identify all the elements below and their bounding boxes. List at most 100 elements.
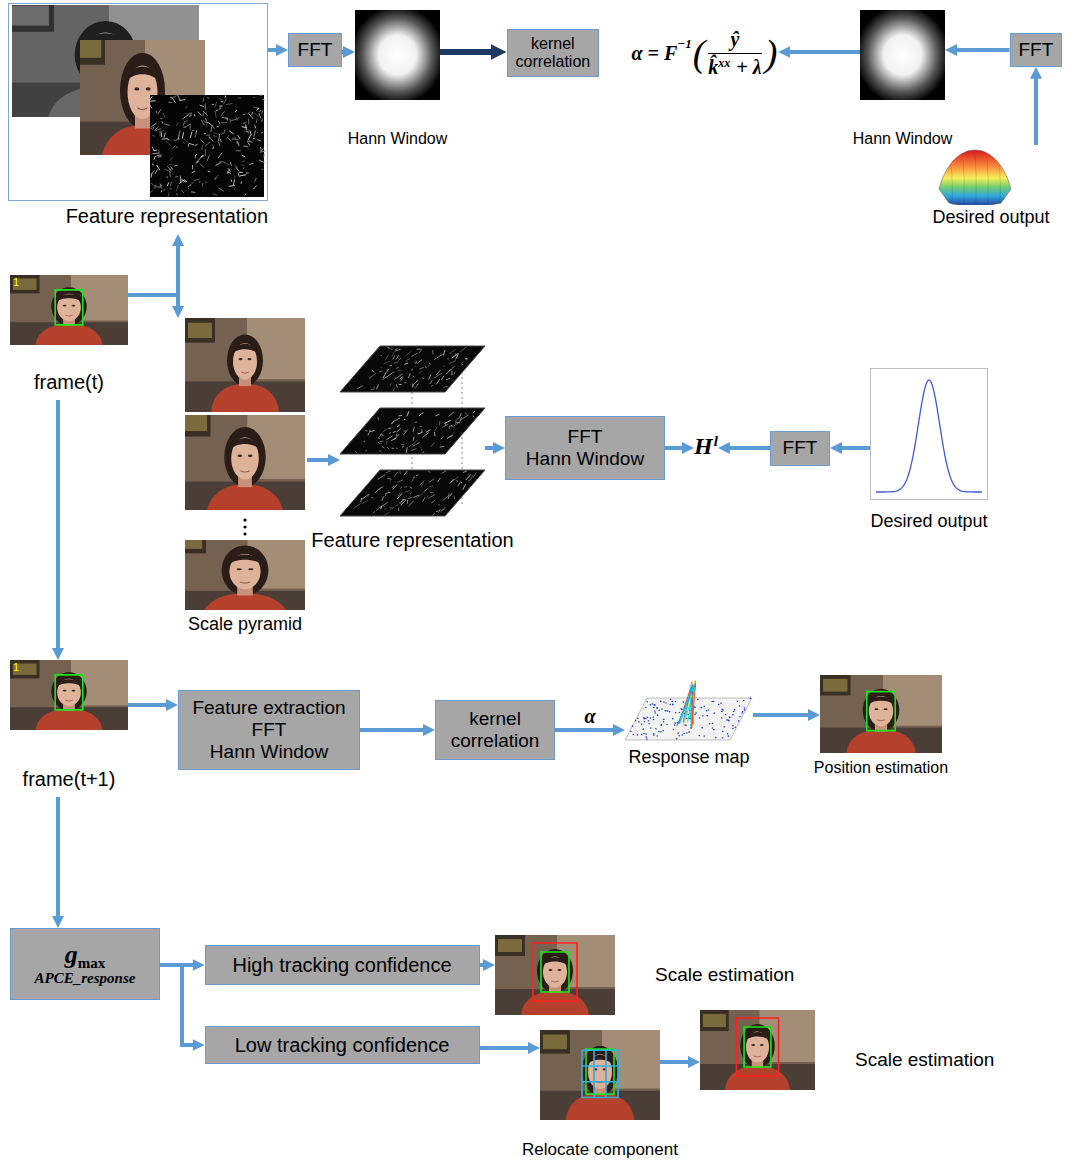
- illustration-part: [222, 161, 224, 162]
- illustration-part: [223, 99, 226, 105]
- illustration-part: [677, 732, 679, 734]
- illustration-part: [151, 170, 155, 175]
- illustration-part: [204, 133, 206, 134]
- illustration-part: [694, 706, 696, 708]
- illustration-part: [868, 696, 894, 705]
- illustration-part: [744, 709, 746, 711]
- illustration-part: [168, 164, 172, 166]
- illustration-part: [363, 441, 365, 442]
- illustration-part: [401, 500, 404, 503]
- illustration-part: [683, 687, 692, 722]
- illustration-part: [463, 471, 467, 473]
- illustration-part: [199, 181, 200, 183]
- illustration-part: [436, 511, 439, 512]
- illustration-part: [243, 114, 245, 115]
- caption: Feature representation: [8, 205, 268, 234]
- illustration-part: [415, 365, 416, 366]
- face-photo: [495, 935, 615, 1015]
- illustration-part: [222, 117, 228, 118]
- illustration-part: [540, 1030, 660, 1120]
- image-panel: Scale pyramid: [172, 318, 307, 610]
- illustration-part: [632, 725, 634, 727]
- illustration-part: [701, 707, 703, 709]
- illustration-part: [205, 118, 207, 123]
- illustration-part: [164, 124, 170, 126]
- illustration-part: [860, 10, 945, 100]
- measure-name: APCE_response: [35, 970, 136, 987]
- illustration-part: [230, 438, 260, 450]
- caption: Position estimation: [814, 759, 948, 777]
- image-panel: Hann Window: [860, 10, 945, 100]
- illustration-part: [360, 498, 362, 502]
- illustration-part: [411, 353, 417, 357]
- illustration-part: [371, 497, 373, 499]
- illustration-part: [8, 3, 54, 32]
- illustration-part: [400, 471, 401, 474]
- illustration-part: [65, 315, 73, 317]
- illustration-part: [683, 701, 685, 703]
- illustration-part: [460, 417, 462, 421]
- illustration-part: [211, 384, 279, 412]
- illustration-part: [688, 731, 690, 733]
- illustration-part: [648, 720, 650, 722]
- illustration-part: [436, 370, 440, 375]
- symbol-node: Hl: [694, 433, 718, 460]
- flow-arrow: [660, 1060, 693, 1064]
- illustration-part: [867, 692, 895, 731]
- illustration-part: [239, 172, 243, 173]
- illustration-part: [695, 712, 697, 714]
- illustration-part: [387, 347, 389, 348]
- superscript: −1: [677, 36, 691, 52]
- illustration-part: [178, 135, 179, 139]
- illustration-part: [605, 1050, 607, 1097]
- illustration-part: [243, 167, 244, 170]
- illustration-part: [411, 449, 416, 451]
- illustration-part: [383, 374, 386, 379]
- illustration-part: [453, 497, 455, 499]
- illustration-part: [152, 135, 155, 136]
- illustration-part: [674, 724, 676, 726]
- symbol: g: [65, 940, 78, 969]
- illustration-part: [372, 371, 374, 373]
- illustration-part: [427, 495, 429, 498]
- illustration-part: [744, 707, 746, 709]
- illustration-part: [635, 720, 637, 722]
- illustration-part: [665, 710, 667, 712]
- illustration-part: [154, 150, 157, 152]
- illustration-part: [410, 487, 412, 489]
- illustration-part: [750, 698, 752, 700]
- flow-arrow: [440, 49, 498, 55]
- illustration-part: [586, 1049, 614, 1094]
- illustration-part: [726, 719, 728, 721]
- illustration-part: [457, 418, 460, 419]
- flow-arrow: [753, 713, 813, 717]
- illustration-part: [645, 718, 647, 720]
- hog-texture: [149, 95, 266, 197]
- illustration-part: [172, 534, 202, 549]
- illustration-part: [204, 120, 207, 123]
- illustration-part: [241, 372, 249, 373]
- illustration: [340, 342, 485, 522]
- flow-arrow: [307, 458, 333, 462]
- parenthesis: (: [693, 34, 706, 72]
- illustration-part: [411, 369, 413, 371]
- illustration-part: [221, 122, 228, 123]
- illustration-part: [188, 187, 190, 189]
- process-box: High tracking confidence: [205, 945, 480, 985]
- illustration-part: [582, 1050, 618, 1097]
- illustration-part: [240, 582, 250, 583]
- illustration-part: [215, 110, 218, 112]
- illustration-part: [676, 738, 678, 740]
- illustration-part: [846, 730, 915, 753]
- illustration-part: [709, 723, 711, 725]
- illustration-part: [381, 506, 382, 510]
- parenthesis: ): [765, 34, 778, 72]
- illustration-part: [426, 430, 430, 433]
- illustration-part: [660, 731, 662, 733]
- illustration-part: [154, 156, 156, 160]
- illustration-part: [713, 701, 715, 703]
- illustration-part: [57, 294, 81, 321]
- illustration-part: [582, 1046, 618, 1096]
- illustration-part: [419, 371, 423, 373]
- illustration-part: [429, 363, 431, 364]
